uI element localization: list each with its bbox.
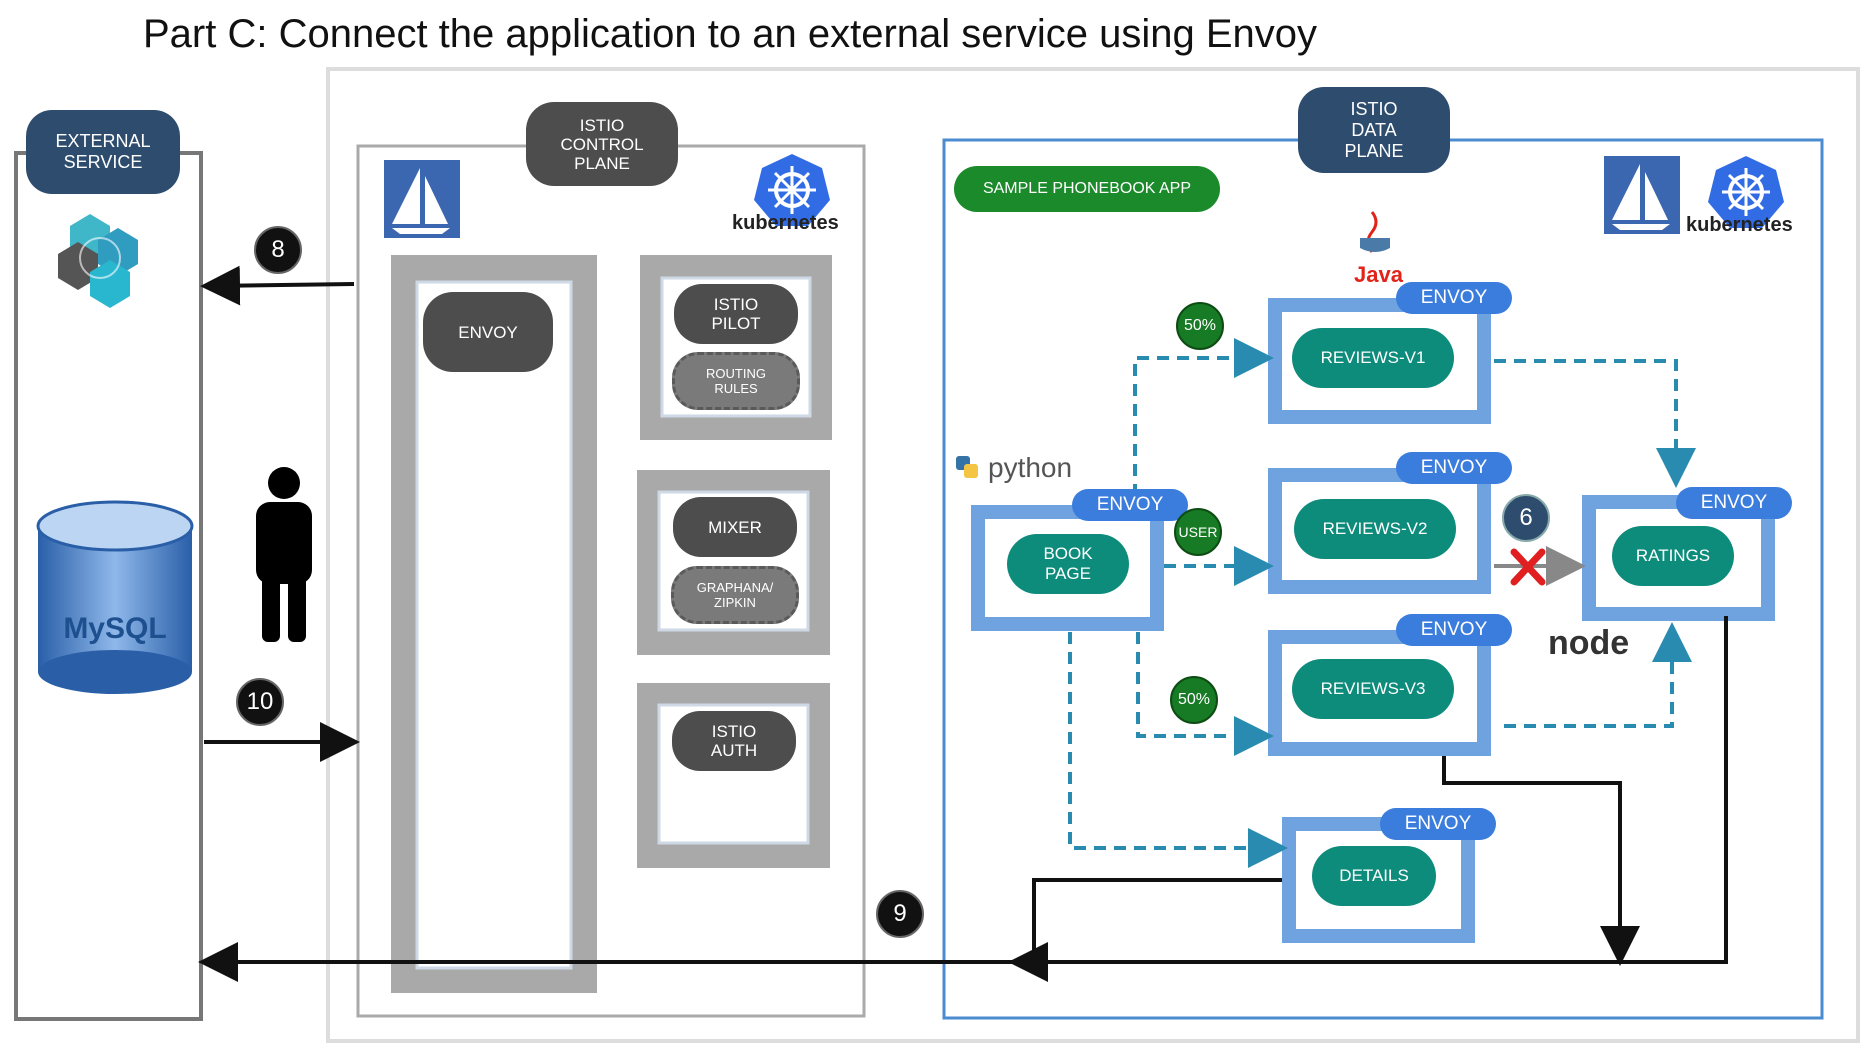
mysql-database-icon	[36, 500, 194, 694]
grafana-zipkin: GRAPHANA/ ZIPKIN	[671, 566, 799, 624]
user-badge: USER	[1174, 508, 1222, 556]
step-6: 6	[1502, 494, 1550, 542]
ratings: RATINGS	[1612, 526, 1734, 586]
istio-logo-icon	[1604, 156, 1680, 234]
kubernetes-logo-icon	[1708, 156, 1784, 228]
python-text: python	[988, 452, 1073, 483]
envoy-tag-v2: ENVOY	[1396, 452, 1512, 484]
kubernetes-text: kubernetes	[732, 212, 839, 234]
step-8: 8	[254, 226, 302, 274]
java-logo-icon	[1360, 211, 1390, 253]
mysql-logo-text: MySQL	[63, 612, 167, 645]
envoy-tag-book: ENVOY	[1072, 489, 1188, 521]
node-text: node	[1548, 624, 1630, 662]
reviews-v3: REVIEWS-V3	[1292, 659, 1454, 719]
envoy-tag-ratings: ENVOY	[1676, 487, 1792, 519]
envoy-tag-v3: ENVOY	[1396, 614, 1512, 646]
routing-rules: ROUTING RULES	[672, 352, 800, 410]
user-person-icon	[256, 467, 312, 642]
kubernetes-text: kubernetes	[1686, 214, 1793, 236]
step-9: 9	[876, 890, 924, 938]
java-text: Java	[1354, 262, 1403, 287]
reviews-v1: REVIEWS-V1	[1292, 328, 1454, 388]
sample-app-badge: SAMPLE PHONEBOOK APP	[954, 166, 1220, 212]
pct-badge-v1: 50%	[1176, 302, 1224, 350]
book-page: BOOK PAGE	[1007, 534, 1129, 594]
details: DETAILS	[1312, 846, 1436, 906]
control-plane-label: ISTIO CONTROL PLANE	[526, 102, 678, 186]
envoy-tag-details: ENVOY	[1380, 808, 1496, 840]
cp-envoy: ENVOY	[423, 292, 553, 372]
reviews-v2: REVIEWS-V2	[1294, 499, 1456, 559]
routing-lines	[1068, 338, 1696, 868]
istio-logo-icon	[384, 160, 460, 238]
blocked-x-icon	[1510, 548, 1546, 586]
python-logo-icon	[956, 456, 978, 478]
step-10: 10	[236, 678, 284, 726]
outer-frame	[326, 67, 1860, 1043]
istio-auth: ISTIO AUTH	[672, 711, 796, 771]
hexagon-logo-icon	[58, 214, 138, 308]
envoy-tag-v1: ENVOY	[1396, 282, 1512, 314]
egress-lines	[198, 265, 1728, 982]
mixer: MIXER	[673, 497, 797, 557]
kubernetes-logo-icon	[754, 154, 830, 226]
page-title: Part C: Connect the application to an ex…	[143, 12, 1317, 56]
pct-badge-v3: 50%	[1170, 676, 1218, 724]
external-service-label: EXTERNAL SERVICE	[26, 110, 180, 194]
data-plane-label: ISTIO DATA PLANE	[1298, 87, 1450, 173]
istio-pilot: ISTIO PILOT	[674, 284, 798, 344]
